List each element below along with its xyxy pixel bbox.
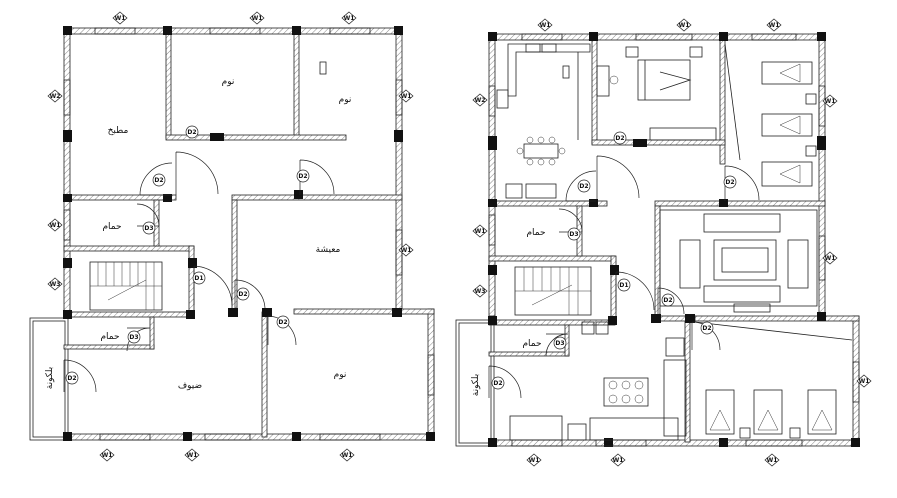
- right-window-tags: W1 W1 W1 W2 W1 W3 W1 W1 W1 W1 W1 W1: [472, 18, 872, 467]
- right-window-tag-top-1: W1: [540, 22, 551, 29]
- right-door-tag-kitchen: D2: [579, 183, 588, 190]
- left-door-tag-bath-upper: D3: [144, 225, 153, 232]
- right-door-tag-living: D2: [663, 297, 672, 304]
- right-window-tag-right-2: W1: [825, 255, 836, 262]
- left-door-tag-bedroom-low: D2: [278, 319, 287, 326]
- right-floor-plan: [455, 32, 860, 447]
- left-window-tag-bottom-3: W1: [342, 452, 353, 459]
- left-window-tag-top-3: W1: [344, 15, 355, 22]
- right-window-tag-bottom-2: W1: [613, 457, 624, 464]
- right-guest-furniture: [509, 321, 687, 441]
- left-floor-plan: [29, 26, 435, 441]
- left-door-tag-balcony: D2: [67, 375, 76, 382]
- right-door-tag-stair: D1: [619, 282, 628, 289]
- left-guests-label: ضيوف: [178, 381, 202, 391]
- left-window-tag-top-2: W1: [252, 15, 263, 22]
- left-bedroom-bottom-right-label: نوم: [334, 370, 347, 380]
- left-door-tag-stair: D1: [194, 275, 203, 282]
- right-window-tag-right-1: W1: [825, 98, 836, 105]
- left-balcony-label: بلكونة: [45, 367, 55, 389]
- right-door-tag-bed: D2: [615, 135, 624, 142]
- left-window-tag-bottom-1: W1: [102, 452, 113, 459]
- right-window-tag-top-3: W1: [769, 22, 780, 29]
- right-door-tag-kids: D2: [725, 179, 734, 186]
- right-window-tag-left-1: W2: [475, 97, 486, 104]
- left-window-tag-left-1: W2: [50, 93, 61, 100]
- right-master-bed: [596, 46, 717, 141]
- right-door-tags: D2 D2 D2 D3 D1 D2 D2 D3 D2: [491, 131, 737, 390]
- left-bath-upper-label: حمام: [102, 222, 121, 232]
- left-door-tags: D2 D2 D2 D3 D1 D2 D2 D3 D2: [65, 125, 310, 385]
- left-bedroom-top-middle-label: نوم: [222, 77, 235, 87]
- right-window-tag-left-3: W3: [475, 288, 486, 295]
- right-door-tag-bath-lower: D3: [555, 340, 564, 347]
- right-window-tag-bottom-1: W1: [529, 457, 540, 464]
- right-living-set: [659, 209, 818, 313]
- left-window-tag-left-3: W3: [50, 281, 61, 288]
- left-window-tag-right-2: W1: [401, 247, 412, 254]
- left-window-tag-top-1: W1: [115, 15, 126, 22]
- left-bath-lower-label: حمام: [100, 332, 119, 342]
- right-window-tag-right-3: W1: [859, 378, 870, 385]
- left-bedroom-top-right-label: نوم: [339, 95, 352, 105]
- left-door-tag-kitchen: D2: [187, 129, 196, 136]
- right-bottom-beds: [694, 321, 853, 439]
- right-bath-lower-label: حمام: [522, 339, 541, 349]
- right-balcony-label: بلكونة: [471, 374, 481, 396]
- left-kitchen-label: مطبخ: [108, 126, 129, 136]
- left-door-tag-bed-right: D2: [298, 173, 307, 180]
- left-living-label: معيشة: [316, 245, 341, 255]
- right-door-tag-bed-low: D2: [702, 325, 711, 332]
- left-door-tag-bed-mid: D2: [154, 177, 163, 184]
- right-door-tag-bath-upper: D3: [569, 231, 578, 238]
- right-window-tag-left-2: W1: [475, 228, 486, 235]
- left-stairs: [89, 261, 163, 311]
- left-door-tag-living: D2: [238, 291, 247, 298]
- left-window-tag-bottom-2: W1: [187, 452, 198, 459]
- right-window-tag-top-2: W1: [679, 22, 690, 29]
- right-bath-upper-label: حمام: [526, 228, 545, 238]
- left-window-tags: W1 W1 W1 W2 W1 W3 W1 W1 W1 W1 W1: [47, 11, 414, 462]
- left-window-tag-right-1: W1: [401, 93, 412, 100]
- right-door-tag-balcony: D2: [493, 380, 502, 387]
- right-window-tag-bottom-3: W1: [767, 457, 778, 464]
- right-stairs: [514, 266, 592, 316]
- right-kids-beds: [724, 43, 817, 187]
- left-door-tag-bath-lower: D3: [129, 334, 138, 341]
- right-dining-table: [516, 136, 566, 166]
- left-window-tag-left-2: W1: [50, 222, 61, 229]
